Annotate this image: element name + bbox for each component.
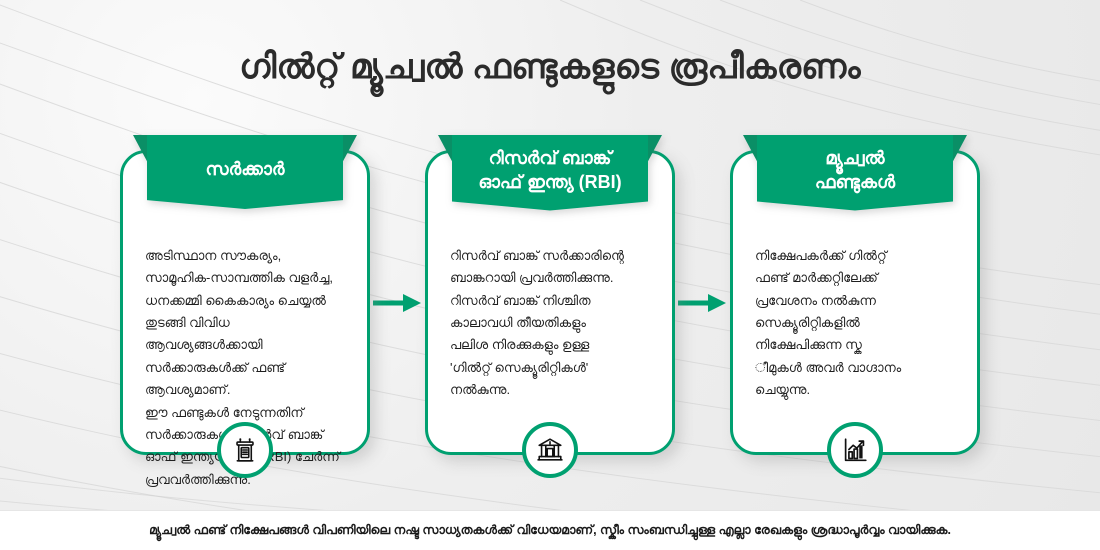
card-ribbon-mutual-funds: മ്യൂച്വൽ ഫണ്ടുകൾ <box>743 135 967 211</box>
card-slot-rbi: റിസർവ് ബാങ്ക് ഓഫ് ഇന്ത്യ (RBI) റിസർവ് ബാ… <box>425 135 675 478</box>
card-body-rbi: റിസർവ് ബാങ്ക് സർക്കാരിന്റെ ബാങ്കറായി പ്ര… <box>428 245 672 402</box>
card-government[interactable]: സർക്കാർ അടിസ്ഥാന സൗകര്യം, സാമൂഹിക-സാമ്പത… <box>120 135 370 487</box>
arrow-connector-1 <box>370 150 425 455</box>
page-title-container: ഗിൽറ്റ് മ്യൂച്വൽ ഫണ്ടുകളുടെ രൂപീകരണം <box>0 46 1100 89</box>
ribbon-inner: മ്യൂച്വൽ ഫണ്ടുകൾ <box>757 135 953 211</box>
ribbon-inner: സർക്കാർ <box>147 135 343 209</box>
card-rbi[interactable]: റിസർവ് ബാങ്ക് ഓഫ് ഇന്ത്യ (RBI) റിസർവ് ബാ… <box>425 135 675 478</box>
card-text-rbi: റിസർവ് ബാങ്ക് സർക്കാരിന്റെ ബാങ്കറായി പ്ര… <box>450 248 624 398</box>
cards-row: സർക്കാർ അടിസ്ഥാന സൗകര്യം, സാമൂഹിക-സാമ്പത… <box>0 135 1100 487</box>
bank-building-icon <box>522 422 578 478</box>
disclaimer-footer: മ്യൂച്വൽ ഫണ്ട് നിക്ഷേപങ്ങൾ വിപണിയിലെ നഷ്… <box>0 510 1100 550</box>
card-text-government: അടിസ്ഥാന സൗകര്യം, സാമൂഹിക-സാമ്പത്തിക വളർ… <box>145 248 340 487</box>
ribbon-tail-right <box>951 135 967 165</box>
card-mutual-funds[interactable]: മ്യൂച്വൽ ഫണ്ടുകൾ നിക്ഷേപകർക്ക് ഗിൽറ്റ് ഫ… <box>730 135 980 478</box>
ribbon-tail-right <box>646 135 662 165</box>
card-slot-mutual-funds: മ്യൂച്വൽ ഫണ്ടുകൾ നിക്ഷേപകർക്ക് ഗിൽറ്റ് ഫ… <box>730 135 980 478</box>
arrow-connector-2 <box>675 150 730 455</box>
card-heading-rbi: റിസർവ് ബാങ്ക് ഓഫ് ഇന്ത്യ (RBI) <box>478 148 622 192</box>
disclaimer-text: മ്യൂച്വൽ ഫണ്ട് നിക്ഷേപങ്ങൾ വിപണിയിലെ നഷ്… <box>149 523 951 537</box>
podium-icon <box>217 422 273 478</box>
page-title: ഗിൽറ്റ് മ്യൂച്വൽ ഫണ്ടുകളുടെ രൂപീകരണം <box>239 48 861 86</box>
bar-chart-growth-icon <box>827 422 883 478</box>
ribbon-tail-left <box>743 135 759 165</box>
card-text-mutual-funds: നിക്ഷേപകർക്ക് ഗിൽറ്റ് ഫണ്ട് മാർക്കറ്റിലേ… <box>755 248 902 398</box>
card-ribbon-rbi: റിസർവ് ബാങ്ക് ഓഫ് ഇന്ത്യ (RBI) <box>438 135 662 211</box>
card-ribbon-government: സർക്കാർ <box>133 135 357 209</box>
card-slot-government: സർക്കാർ അടിസ്ഥാന സൗകര്യം, സാമൂഹിക-സാമ്പത… <box>120 135 370 487</box>
card-heading-mutual-funds: മ്യൂച്വൽ ഫണ്ടുകൾ <box>814 148 896 192</box>
card-heading-government: സർക്കാർ <box>205 159 285 180</box>
card-body-mutual-funds: നിക്ഷേപകർക്ക് ഗിൽറ്റ് ഫണ്ട് മാർക്കറ്റിലേ… <box>733 245 977 402</box>
card-body-government: അടിസ്ഥാന സൗകര്യം, സാമൂഹിക-സാമ്പത്തിക വളർ… <box>123 245 367 491</box>
ribbon-inner: റിസർവ് ബാങ്ക് ഓഫ് ഇന്ത്യ (RBI) <box>452 135 648 211</box>
